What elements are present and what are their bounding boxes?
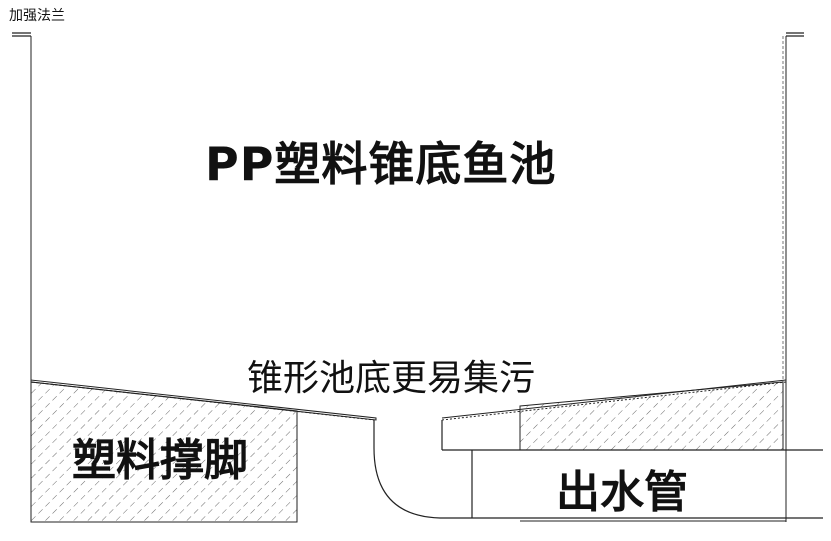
- right-flange: [786, 32, 804, 37]
- left-flange: [12, 32, 31, 37]
- outlet-pipe-label: 出水管: [556, 467, 688, 518]
- flange-label: 加强法兰: [9, 8, 65, 24]
- drain-bend: [373, 420, 472, 519]
- support-feet-label: 塑料撑脚: [72, 435, 248, 486]
- cone-bottom-label: 锥形池底更易集污: [247, 358, 536, 399]
- support-foot-left: [30, 381, 298, 523]
- outlet-pipe: [442, 449, 823, 522]
- support-foot-right: [519, 381, 784, 451]
- diagram-title: PP塑料锥底鱼池: [205, 137, 557, 191]
